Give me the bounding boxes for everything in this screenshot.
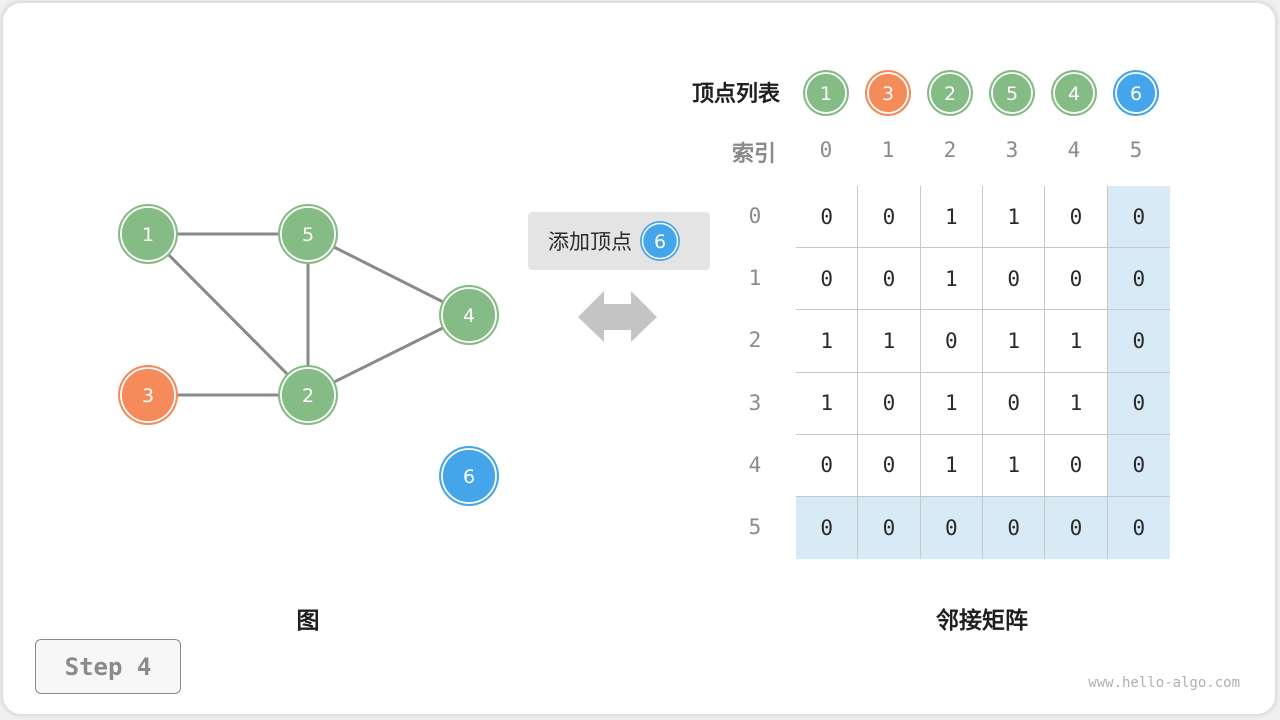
matrix-cell: 0: [858, 434, 921, 497]
watermark: www.hello-algo.com: [1088, 675, 1240, 691]
matrix-row-label: 1: [748, 266, 762, 290]
matrix-cell: 1: [1045, 310, 1108, 373]
matrix-cell: 1: [1045, 372, 1108, 435]
matrix-row-label: 0: [748, 204, 762, 228]
matrix-cell: 1: [858, 310, 921, 373]
matrix-cell: 0: [796, 186, 859, 249]
matrix-cell: 1: [920, 248, 983, 311]
node-label: 3: [142, 385, 154, 407]
matrix-cell: 0: [858, 496, 921, 559]
matrix-cell: 1: [982, 186, 1046, 249]
graph-node-3: 3: [118, 365, 178, 425]
matrix-cell: 0: [858, 372, 921, 435]
node-label: 4: [463, 305, 475, 327]
index-value: 3: [1005, 138, 1019, 162]
matrix-cell: 1: [796, 310, 859, 373]
matrix-cell: 1: [982, 310, 1046, 373]
matrix-cell: 0: [1045, 248, 1108, 311]
matrix-cell: 0: [1045, 186, 1108, 249]
graph-node-6: 6: [439, 446, 499, 506]
matrix-cell: 0: [920, 496, 983, 559]
operation-label: 添加顶点 6: [528, 212, 710, 270]
operation-text: 添加顶点: [548, 230, 632, 254]
matrix-cell: 0: [1107, 248, 1170, 311]
matrix-cell: 0: [1107, 496, 1170, 559]
step-indicator-button[interactable]: Step 4: [35, 639, 181, 694]
node-label: 6: [463, 466, 475, 488]
matrix-cell: 0: [796, 248, 859, 311]
matrix-cell: 0: [982, 372, 1046, 435]
graph-node-5: 5: [278, 204, 338, 264]
matrix-cell: 0: [796, 434, 859, 497]
matrix-cell: 0: [858, 248, 921, 311]
operation-vertex-label: 6: [654, 231, 666, 253]
matrix-cell: 0: [982, 248, 1046, 311]
index-value: 4: [1067, 138, 1081, 162]
matrix-cell: 0: [1045, 434, 1108, 497]
matrix-cell: 0: [796, 496, 859, 559]
index-value: 0: [819, 138, 833, 162]
matrix-row-label: 5: [748, 515, 762, 539]
matrix-cell: 0: [920, 310, 983, 373]
vertex-list-title: 顶点列表: [691, 82, 780, 107]
operation-vertex-badge: 6: [640, 221, 680, 261]
matrix-cell: 0: [858, 186, 921, 249]
matrix-cell: 0: [1107, 310, 1170, 373]
matrix-cell: 1: [920, 434, 983, 497]
graph-nodes: 1 5 4 3 2 6: [118, 204, 499, 506]
diagram-canvas: [3, 3, 1275, 714]
matrix-row-label: 4: [748, 453, 762, 477]
graph-edge: [307, 232, 470, 317]
index-value: 5: [1129, 138, 1143, 162]
matrix-row-label: 2: [748, 328, 762, 352]
index-value: 1: [881, 138, 895, 162]
graph-caption: 图: [296, 608, 320, 634]
index-title: 索引: [731, 142, 776, 167]
matrix-cell: 1: [982, 434, 1046, 497]
matrix-row-label: 3: [748, 391, 762, 415]
graph-node-1: 1: [118, 204, 178, 264]
matrix-caption: 邻接矩阵: [936, 608, 1028, 634]
matrix-cell: 0: [1107, 186, 1170, 249]
matrix-cell: 1: [920, 372, 983, 435]
graph-edge: [146, 232, 310, 397]
matrix-cell: 0: [1107, 434, 1170, 497]
node-label: 1: [142, 224, 154, 246]
node-label: 2: [302, 385, 314, 407]
matrix-cell: 0: [1045, 496, 1108, 559]
double-arrow-icon: [578, 291, 657, 342]
matrix-cell: 1: [920, 186, 983, 249]
matrix-cell: 0: [1107, 372, 1170, 435]
matrix-cell: 1: [796, 372, 859, 435]
node-label: 5: [302, 224, 314, 246]
matrix-cell: 0: [982, 496, 1046, 559]
graph-node-2: 2: [278, 365, 338, 425]
graph-node-4: 4: [439, 285, 499, 345]
index-value: 2: [943, 138, 957, 162]
